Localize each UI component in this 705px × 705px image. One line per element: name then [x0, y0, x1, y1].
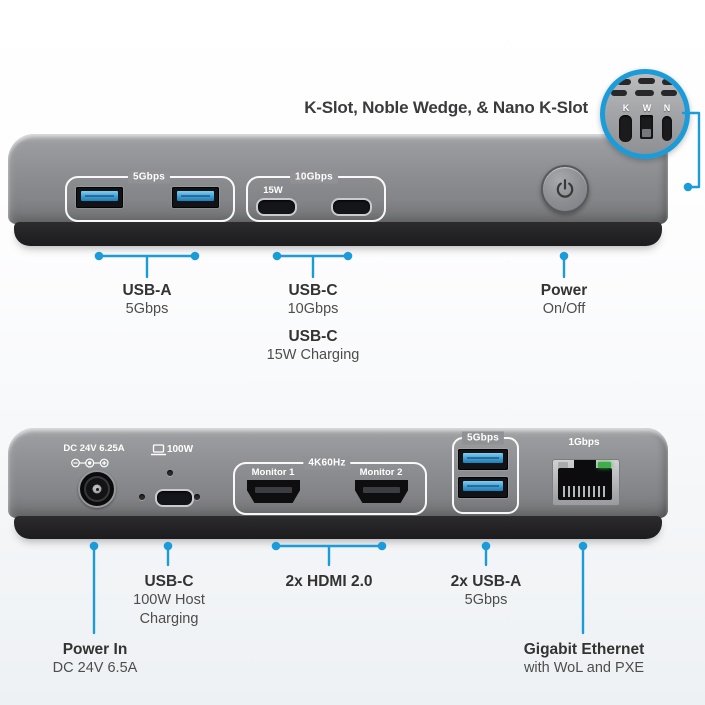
- callout-title: 2x HDMI 2.0: [285, 573, 373, 590]
- callout-subtitle: 5Gbps: [464, 592, 508, 608]
- callout-title: Power: [540, 282, 588, 299]
- dock-back-base: [14, 516, 662, 539]
- laptop-icon: [151, 444, 166, 456]
- k-slot: [619, 115, 632, 142]
- front-usb-a-port-2: [172, 187, 219, 208]
- vent-slot: [661, 90, 677, 96]
- screw-hole: [139, 494, 145, 500]
- screw-hole: [194, 494, 200, 500]
- callout-title: USB-C: [288, 328, 338, 345]
- noble-wedge-slot: [640, 115, 653, 139]
- monitor1-label: Monitor 1: [251, 467, 295, 478]
- hdmi-port-2: [355, 480, 408, 503]
- back-usb-a-port-2: [458, 477, 508, 498]
- front-usb-a-group-label: 5Gbps: [127, 170, 171, 184]
- callout-subtitle: with WoL and PXE: [523, 660, 645, 676]
- callout-title: 2x USB-A: [450, 573, 522, 590]
- callout-subtitle: DC 24V 6.5A: [52, 660, 138, 676]
- ethernet-speed-label: 1Gbps: [568, 437, 600, 448]
- ethernet-led-left: [558, 462, 568, 468]
- front-usb-c-15w-label: 15W: [263, 185, 283, 196]
- host-power-label: 100W: [166, 444, 194, 455]
- callout-title: USB-C: [144, 573, 194, 590]
- monitor2-label: Monitor 2: [359, 467, 403, 478]
- front-usb-c-port-1: [256, 198, 297, 216]
- callout-back-power-in: Power In DC 24V 6.5A: [53, 640, 138, 678]
- screw-hole: [167, 470, 173, 476]
- wedge-slot-letter: W: [642, 103, 652, 113]
- ethernet-clip-notch: [574, 460, 596, 470]
- callout-subtitle: 10Gbps: [287, 301, 339, 317]
- callout-subtitle: 5Gbps: [125, 301, 169, 317]
- callout-back-usb-c: USB-C 100W Host Charging: [133, 572, 205, 629]
- nano-k-slot: [662, 116, 672, 141]
- security-slots-title: K-Slot, Noble Wedge, & Nano K-Slot: [304, 98, 588, 117]
- callout-back-ethernet: Gigabit Ethernet with WoL and PXE: [524, 640, 645, 678]
- dock-front-base: [14, 222, 662, 246]
- back-usb-a-port-1: [458, 449, 508, 470]
- callout-subtitle: Charging: [139, 611, 199, 627]
- security-slots-inset: K W N: [600, 69, 690, 159]
- callout-subtitle: On/Off: [542, 301, 586, 317]
- vent-slot: [662, 79, 675, 85]
- callout-subtitle: 15W Charging: [266, 347, 360, 363]
- callout-title: USB-A: [122, 282, 172, 299]
- power-button: [541, 165, 589, 213]
- power-icon: [556, 179, 574, 198]
- callout-title: Gigabit Ethernet: [523, 641, 645, 658]
- vent-slot: [617, 79, 631, 85]
- nano-slot-letter: N: [663, 103, 671, 113]
- dc-power-jack: [78, 470, 116, 508]
- vent-slot: [635, 90, 654, 96]
- dc-input-label: DC 24V 6.25A: [63, 443, 125, 454]
- front-usb-c-group-label: 10Gbps: [290, 170, 338, 184]
- polarity-icon: [71, 458, 109, 468]
- k-slot-letter: K: [622, 103, 630, 113]
- dc-jack-pin: [92, 484, 102, 494]
- back-usb-c-host-port: [155, 489, 194, 507]
- ethernet-led-right: [598, 462, 611, 468]
- ethernet-port: [558, 468, 612, 500]
- callout-front-usb-c: USB-C 10Gbps USB-C 15W Charging: [267, 281, 360, 365]
- callout-front-usb-a: USB-A 5Gbps: [122, 281, 171, 319]
- back-usb-a-group-label: 5Gbps: [461, 431, 505, 445]
- callout-back-usb-a: 2x USB-A 5Gbps: [451, 572, 522, 610]
- callout-title: USB-C: [288, 282, 338, 299]
- callout-subtitle: 100W Host: [133, 592, 205, 608]
- callout-back-hdmi: 2x HDMI 2.0: [285, 572, 372, 591]
- vent-slot: [638, 78, 655, 84]
- vent-slot: [611, 90, 627, 96]
- callout-front-power: Power On/Off: [541, 281, 588, 319]
- front-usb-c-port-2: [331, 198, 372, 216]
- hdmi-group-label: 4K60Hz: [303, 456, 351, 470]
- hdmi-port-1: [247, 480, 300, 503]
- callout-title: Power In: [62, 641, 128, 658]
- front-usb-a-port-1: [76, 187, 123, 208]
